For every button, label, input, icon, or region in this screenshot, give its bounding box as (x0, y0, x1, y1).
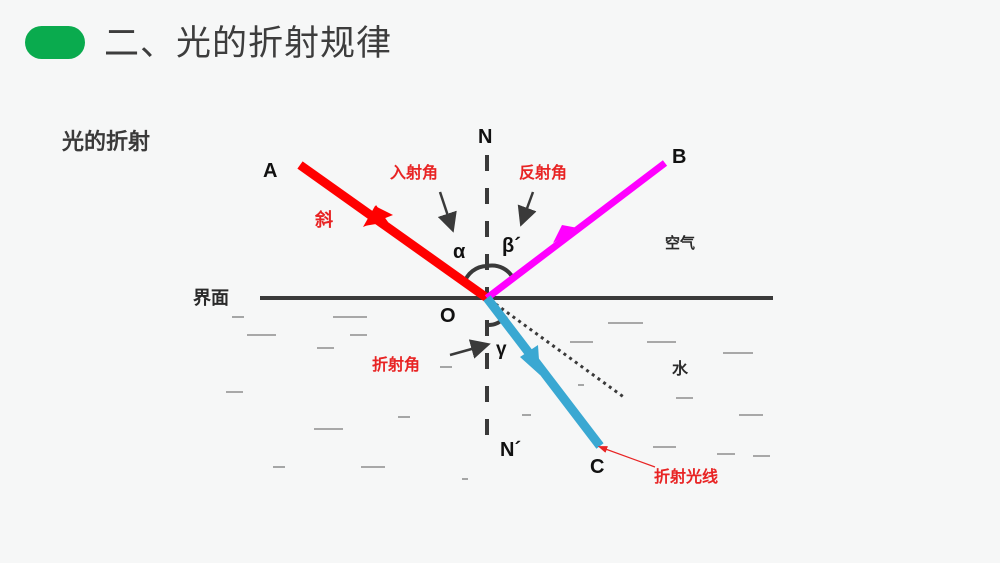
normal-n-prime-label: N´ (500, 439, 521, 461)
normal-n-label: N (478, 126, 492, 148)
interface-label: 界面 (193, 288, 229, 309)
beta-prime-symbol: β´ (502, 235, 521, 257)
refracted-ray-arrowhead (520, 345, 540, 375)
gamma-symbol: γ (496, 339, 507, 360)
water-ripples (226, 316, 770, 480)
section-subtitle: 光的折射 (62, 130, 151, 155)
point-b-label: B (672, 146, 686, 168)
refraction-pointer-arrow (449, 339, 491, 359)
water-label: 水 (672, 359, 689, 378)
point-a-label: A (263, 160, 277, 182)
incidence-pointer-arrow (437, 191, 457, 233)
air-label: 空气 (665, 234, 695, 252)
oblique-label: 斜 (314, 209, 333, 231)
reflection-pointer-arrow (517, 191, 537, 227)
section-marker-pill (25, 26, 85, 59)
alpha-symbol: α (453, 241, 466, 263)
point-c-label: C (590, 456, 604, 478)
point-o-label: O (440, 305, 456, 327)
incident-ray (297, 161, 490, 302)
refracted-ray-label: 折射光线 (654, 467, 718, 486)
refraction-angle-label: 折射角 (372, 355, 420, 374)
refracted-ray-pointer-arrow (597, 446, 656, 468)
reflection-angle-label: 反射角 (519, 163, 567, 182)
incidence-angle-label: 入射角 (390, 163, 438, 182)
refracted-ray (483, 295, 604, 449)
page-title: 二、光的折射规律 (104, 24, 393, 64)
